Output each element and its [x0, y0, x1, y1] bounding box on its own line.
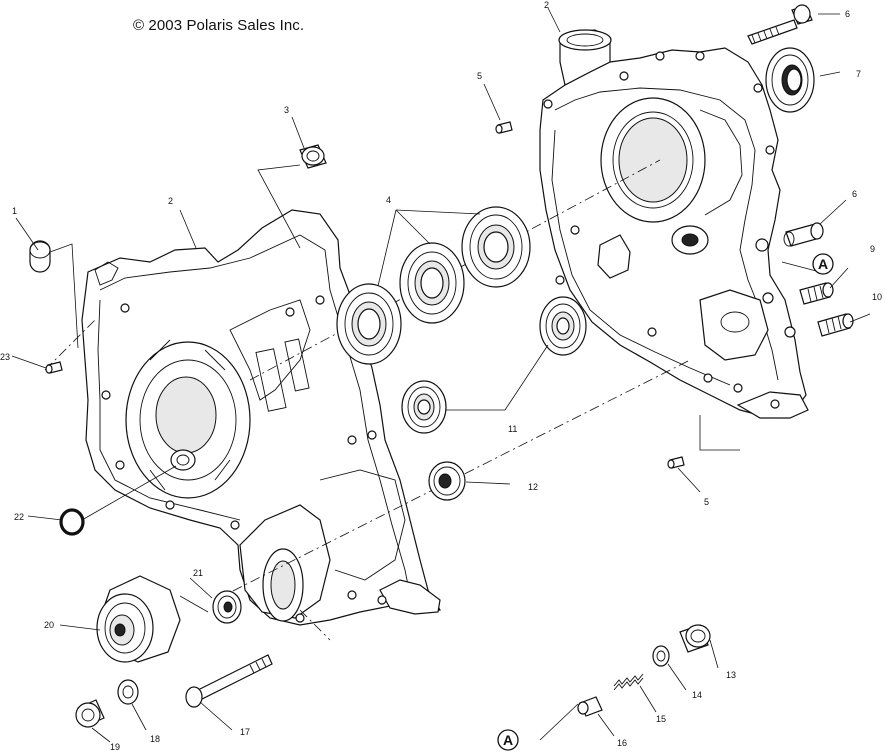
part-3-bushing [299, 144, 327, 169]
part-17-bolt [185, 654, 273, 708]
reference-marker-label: A [818, 256, 828, 272]
callout-23: 23 [0, 352, 10, 362]
callout-3: 3 [284, 105, 289, 115]
part-6-bolt [747, 4, 813, 45]
part-11-bearings [401, 296, 587, 434]
callout-16: 16 [617, 738, 627, 748]
part-22-o-ring [59, 508, 85, 536]
callout-5-bottom: 5 [704, 497, 709, 507]
callout-15: 15 [656, 714, 666, 724]
part-20-pulley [96, 575, 181, 663]
part-18-washer [117, 679, 139, 705]
callout-12: 12 [528, 482, 538, 492]
callout-2-left: 2 [168, 196, 173, 206]
callout-4: 4 [386, 195, 391, 205]
part-1-bushing [29, 240, 51, 273]
part-7-oil-seal [765, 47, 815, 113]
part-9-fitting [799, 282, 834, 305]
callout-20: 20 [44, 620, 54, 630]
callout-10: 10 [872, 292, 882, 302]
part-15-spring [613, 673, 644, 691]
right-case-bolt-holes [543, 51, 796, 409]
reference-marker-a-top: A [812, 253, 834, 275]
part-5-dowel-pins [495, 121, 685, 469]
callout-1: 1 [12, 206, 17, 216]
reference-marker-label: A [503, 732, 513, 748]
copyright-notice: © 2003 Polaris Sales Inc. [133, 17, 305, 34]
part-6-sleeve [783, 222, 824, 247]
callout-9: 9 [870, 244, 875, 254]
left-case-bolt-holes [101, 295, 387, 623]
part-21-seal [212, 590, 242, 624]
callout-6-right: 6 [852, 189, 857, 199]
part-16-plunger [577, 696, 603, 717]
callout-18: 18 [150, 734, 160, 744]
part-13-plug [679, 624, 711, 653]
callout-21: 21 [193, 568, 203, 578]
part-14-washer [652, 645, 670, 667]
reference-marker-a-bottom: A [497, 729, 519, 751]
callout-22: 22 [14, 512, 24, 522]
part-19-plug [75, 699, 105, 728]
part-12-bearing [428, 461, 466, 501]
part-23-dowel-pin [45, 361, 63, 374]
callout-11: 11 [508, 424, 517, 434]
part-4-bearings [336, 206, 531, 365]
callout-2-right: 2 [544, 0, 549, 10]
callout-19: 19 [110, 742, 120, 752]
callout-7: 7 [856, 69, 861, 79]
callout-5-top: 5 [477, 71, 482, 81]
callout-6-top: 6 [845, 9, 850, 19]
right-crankcase-half [539, 29, 809, 419]
callout-17: 17 [240, 727, 250, 737]
callout-13: 13 [726, 670, 736, 680]
callout-14: 14 [692, 690, 702, 700]
left-crankcase-half [81, 209, 442, 626]
leader-lines [11, 7, 871, 743]
part-10-fitting [817, 313, 854, 337]
